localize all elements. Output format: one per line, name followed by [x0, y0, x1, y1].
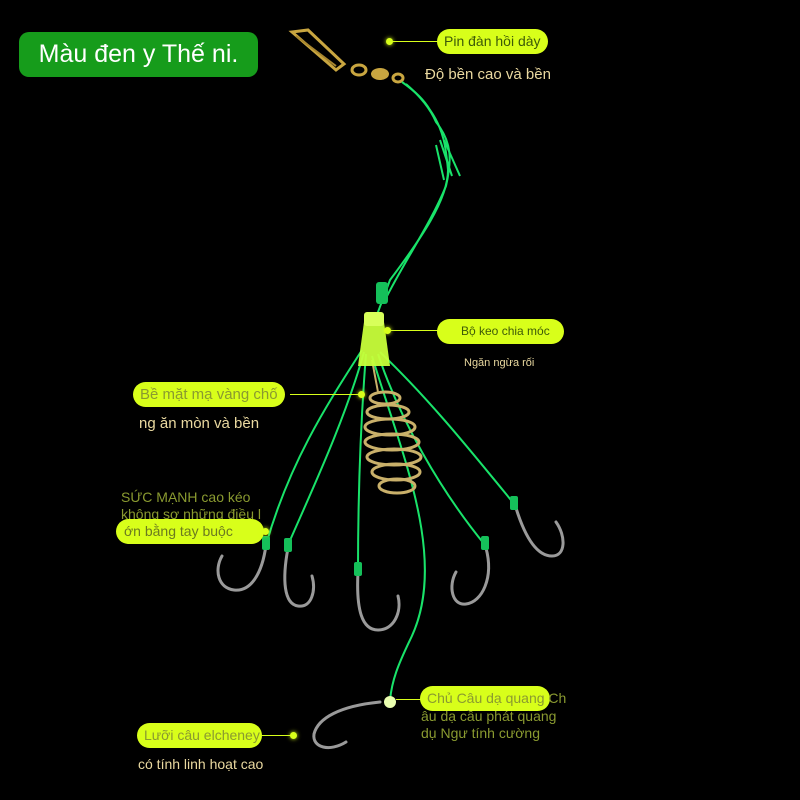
- callout-dot-mainhook: [290, 732, 297, 739]
- title-badge: Màu đen y Thế ni.: [19, 32, 258, 77]
- callout-dot-pin: [386, 38, 393, 45]
- hooks: [216, 506, 565, 750]
- hook-divider-sleeve: [358, 312, 390, 366]
- line-knot: [376, 282, 388, 304]
- hook-5: [514, 506, 565, 558]
- callout-note-glue: Ngăn ngừa rối: [464, 357, 535, 369]
- snap-swivel: [288, 28, 405, 84]
- callout-leader-pin: [392, 41, 438, 42]
- glow-bead: [384, 696, 396, 708]
- callout-label-surface: Bề mặt mạ vàng chố: [133, 382, 285, 407]
- callout-leader-glow: [396, 699, 426, 700]
- callout-dot-strength: [262, 528, 269, 535]
- callout-leader-glue: [390, 330, 438, 331]
- main-line: [374, 81, 461, 321]
- callout-label-pin: Pin đàn hồi dày: [437, 29, 548, 54]
- callout-leader-mainhook: [262, 735, 292, 736]
- callout-label-strength: ớn bằng tay buộc: [116, 519, 264, 544]
- callout-dot-glue: [384, 327, 391, 334]
- bait-spring: [363, 359, 423, 495]
- hook-bindings: [262, 496, 518, 576]
- callout-leader-surface: [290, 394, 360, 395]
- callout-strength-line1: SỨC MẠNH cao kéo: [121, 489, 251, 505]
- callout-note-mainhook: có tính linh hoạt cao: [138, 756, 264, 772]
- callout-glow-line3: dụ Ngư tính cường: [421, 725, 540, 741]
- callout-label-mainhook: Lưỡi câu elcheney: [137, 723, 262, 748]
- hook-4: [450, 546, 491, 606]
- callout-strength-line2: không sợ những điều l: [121, 506, 261, 522]
- callout-dot-surface: [358, 391, 365, 398]
- callout-note-surface: ng ăn mòn và bền: [139, 415, 260, 432]
- callout-glow-line2: âu dạ cầu phát quang: [421, 708, 557, 724]
- hook-main: [312, 700, 382, 750]
- callout-label-glow: Chủ Câu dạ quang Ch: [420, 686, 566, 711]
- hook-2: [283, 546, 315, 608]
- callout-note-pin: Độ bền cao và bền: [425, 66, 551, 83]
- hook-3: [356, 570, 401, 632]
- hook-1: [216, 543, 268, 592]
- callout-label-glue: Bộ keo chia móc: [437, 319, 564, 344]
